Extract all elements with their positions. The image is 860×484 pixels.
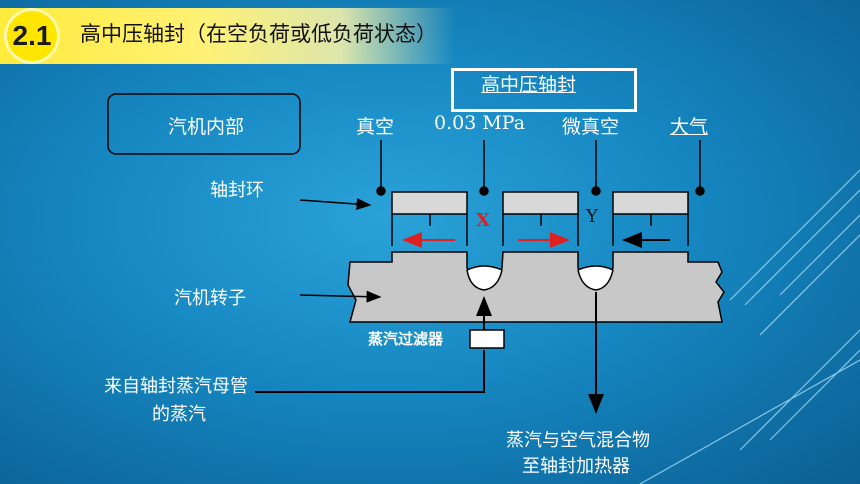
steam-chamber-x bbox=[466, 265, 503, 291]
section-number-badge: 2.1 bbox=[4, 8, 60, 64]
pressure-label: 0.03 MPa bbox=[434, 112, 526, 134]
pressure-dot bbox=[479, 186, 489, 196]
seal-ring-2 bbox=[502, 191, 579, 215]
rotor-callout-arrow bbox=[299, 290, 382, 303]
vacuum-dot bbox=[376, 186, 386, 196]
filter-label: 蒸汽过滤器 bbox=[368, 330, 444, 348]
atmosphere-label: 大气 bbox=[670, 116, 709, 138]
atmosphere-dot bbox=[695, 186, 705, 196]
steam-filter bbox=[469, 329, 505, 349]
header-bar bbox=[0, 8, 455, 64]
point-x-label: X bbox=[476, 210, 490, 231]
vacuum-label: 真空 bbox=[356, 116, 395, 138]
page-title: 高中压轴封（在空负荷或低负荷状态） bbox=[80, 22, 437, 46]
point-y-label: Y bbox=[586, 206, 598, 227]
micro-vacuum-dot bbox=[591, 186, 601, 196]
exhaust-line-2: 至轴封加热器 bbox=[522, 456, 630, 477]
seal-ring-callout: 轴封环 bbox=[210, 180, 264, 201]
steam-chamber-y bbox=[577, 265, 614, 291]
seal-ring-callout-arrow bbox=[299, 198, 372, 211]
diagram-title-box bbox=[451, 68, 637, 112]
turbine-interior-box bbox=[107, 93, 301, 155]
rotor-callout: 汽机转子 bbox=[174, 288, 246, 309]
exhaust-line-1: 蒸汽与空气混合物 bbox=[506, 430, 650, 451]
micro-vacuum-label: 微真空 bbox=[562, 116, 620, 138]
steam-source-line-2: 的蒸汽 bbox=[152, 404, 206, 425]
seal-ring-3 bbox=[612, 191, 689, 215]
turbine-interior-label: 汽机内部 bbox=[168, 116, 245, 138]
steam-source-line-1: 来自轴封蒸汽母管 bbox=[104, 376, 248, 397]
seal-ring-1 bbox=[391, 191, 468, 215]
diagram-title: 高中压轴封 bbox=[481, 74, 577, 96]
steam-supply-pipe bbox=[255, 350, 485, 393]
turbine-rotor bbox=[347, 251, 725, 323]
